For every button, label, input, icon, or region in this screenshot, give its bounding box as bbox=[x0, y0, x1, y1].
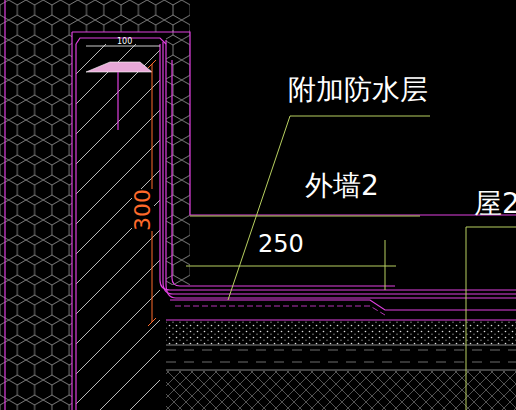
note-text: 屋2 bbox=[474, 190, 516, 218]
dimension-text: 300 bbox=[132, 189, 154, 231]
insulation bbox=[0, 0, 72, 410]
sealant-cap bbox=[86, 62, 152, 72]
concrete-wall bbox=[76, 44, 160, 410]
dimension-text: 250 bbox=[258, 232, 304, 256]
screed-layer bbox=[166, 321, 516, 345]
insulation bbox=[72, 0, 190, 32]
note-text: 附加防水层 bbox=[288, 76, 428, 104]
insulation bbox=[166, 30, 190, 285]
membrane-lines bbox=[5, 0, 516, 410]
leader-lines bbox=[186, 116, 516, 410]
note-text: 外墙2 bbox=[305, 172, 379, 200]
dimension-text: 100 bbox=[117, 38, 132, 46]
structural-slab bbox=[166, 371, 516, 410]
